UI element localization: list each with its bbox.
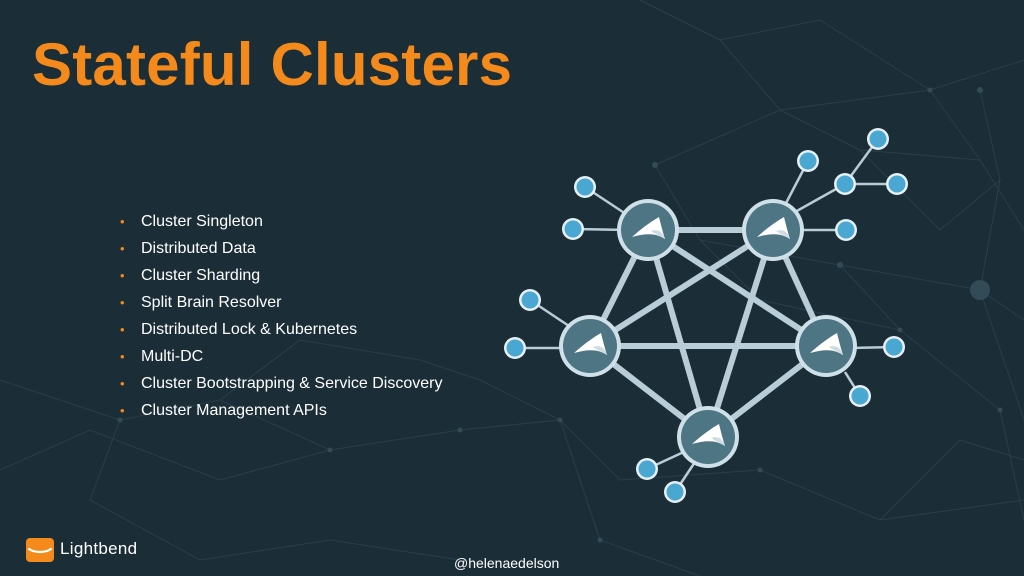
client-node-icon xyxy=(664,481,686,503)
bullet-dot-icon: • xyxy=(120,268,125,283)
client-node-icon xyxy=(562,218,584,240)
client-node-icon xyxy=(797,150,819,172)
client-node-icon xyxy=(574,176,596,198)
list-item-text: Cluster Management APIs xyxy=(141,402,327,419)
brand-logo: Lightbend xyxy=(26,536,137,562)
akka-logo-icon xyxy=(677,406,739,468)
client-node-icon xyxy=(886,173,908,195)
list-item-text: Distributed Lock & Kubernetes xyxy=(141,321,358,338)
client-node-icon xyxy=(834,173,856,195)
bullet-dot-icon: • xyxy=(120,241,125,256)
bullet-dot-icon: • xyxy=(120,295,125,310)
list-item: • Distributed Data xyxy=(120,239,442,266)
client-node-icon xyxy=(636,458,658,480)
bullet-dot-icon: • xyxy=(120,322,125,337)
list-item: • Cluster Singleton xyxy=(120,212,442,239)
brand-name: Lightbend xyxy=(60,539,138,558)
cluster-member-nodes xyxy=(559,199,857,468)
akka-logo-icon xyxy=(617,199,679,261)
list-item-text: Split Brain Resolver xyxy=(141,294,282,311)
list-item-text: Cluster Singleton xyxy=(141,213,263,230)
bullet-dot-icon: • xyxy=(120,349,125,364)
akka-logo-icon xyxy=(742,199,804,261)
list-item-text: Cluster Sharding xyxy=(141,267,261,284)
bullet-dot-icon: • xyxy=(120,214,125,229)
akka-logo-icon xyxy=(795,315,857,377)
client-node-icon xyxy=(504,337,526,359)
slide-title: Stateful Clusters xyxy=(32,31,513,98)
bullet-dot-icon: • xyxy=(120,376,125,391)
client-node-icon xyxy=(867,128,889,150)
client-node-icon xyxy=(883,336,905,358)
client-node-icon xyxy=(835,219,857,241)
cluster-mesh-links xyxy=(587,227,829,440)
list-item: • Cluster Sharding xyxy=(120,266,442,293)
author-handle: @helenaedelson xyxy=(454,555,560,571)
list-item-text: Distributed Data xyxy=(141,240,256,257)
lightbend-logo-icon xyxy=(26,538,54,562)
list-item-text: Cluster Bootstrapping & Service Discover… xyxy=(141,375,443,392)
akka-logo-icon xyxy=(559,315,621,377)
list-item-text: Multi-DC xyxy=(141,348,204,365)
list-item: • Distributed Lock & Kubernetes xyxy=(120,320,442,347)
list-item: • Multi-DC xyxy=(120,347,442,374)
feature-list: • Cluster Singleton • Distributed Data • Cl… xyxy=(120,212,442,428)
list-item: • Cluster Bootstrapping & Service Discove… xyxy=(120,374,442,401)
list-item: • Split Brain Resolver xyxy=(120,293,442,320)
client-node-icon xyxy=(519,289,541,311)
client-node-icon xyxy=(849,385,871,407)
list-item: • Cluster Management APIs xyxy=(120,401,442,428)
bullet-dot-icon: • xyxy=(120,403,125,418)
